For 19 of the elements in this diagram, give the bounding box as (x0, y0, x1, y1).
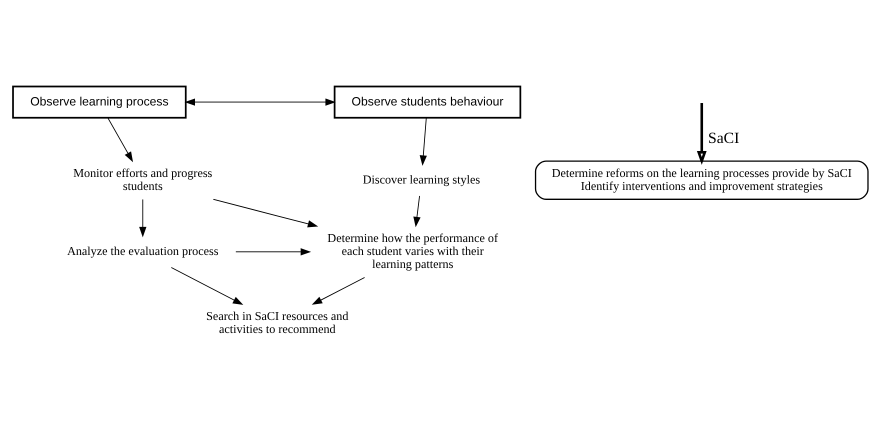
arrow (170, 267, 244, 305)
arrow (413, 195, 421, 228)
edge-label: SaCI (708, 130, 740, 148)
arrow (235, 248, 312, 256)
arrow (312, 277, 366, 305)
arrow (420, 118, 427, 166)
arrow (184, 98, 336, 106)
arrow (139, 199, 146, 238)
node-box: Observe learning process (12, 86, 187, 119)
node-box: Observe students behaviour (334, 86, 522, 119)
node-text: Determine how the performance of each student varies with their learning patterns (327, 231, 498, 272)
arrow (108, 118, 134, 162)
node-box: Determine reforms on the learning processes provide by SaCI Identify interventions and improvement strategies (534, 160, 869, 200)
node-text: Discover learning styles (362, 172, 480, 186)
node-text: Search in SaCI resources and activities to recommend (206, 309, 348, 336)
node-text: Monitor efforts and progress students (73, 166, 212, 193)
arrow (696, 103, 707, 165)
node-text: Analyze the evaluation process (67, 244, 218, 258)
arrow (212, 198, 318, 228)
